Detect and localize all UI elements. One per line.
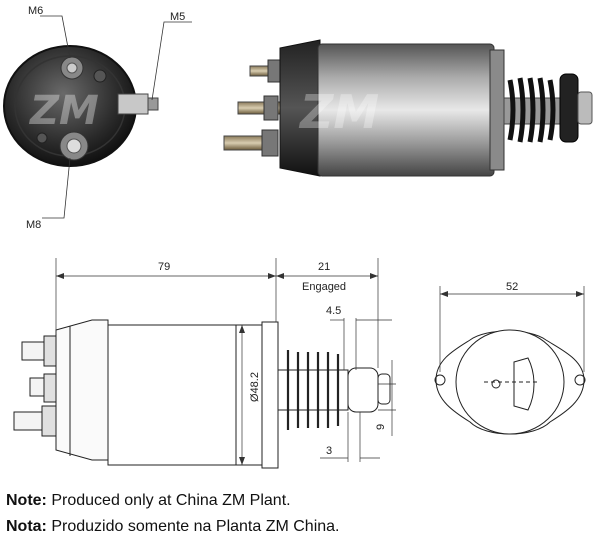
flange-drawing — [434, 329, 586, 435]
dim-pin: 3 — [326, 445, 332, 457]
dimension-lines — [55, 258, 396, 465]
solenoid-diagram: ZM M6 M5 M8 ZM — [3, 5, 593, 469]
side-view-photo: ZM — [223, 39, 593, 177]
note-english: Note: Produced only at China ZM Plant. — [6, 492, 291, 510]
m8-label: M8 — [26, 219, 41, 231]
dim-diameter: Ø48.2 — [249, 372, 261, 402]
flange-arrows — [440, 291, 584, 297]
m5-label: M5 — [170, 11, 185, 23]
side-drawing — [13, 319, 391, 469]
dim-flange-width: 52 — [506, 281, 518, 293]
dim-length: 79 — [158, 261, 170, 273]
dim-engaged-caption: Engaged — [302, 281, 346, 293]
note-portuguese: Nota: Produzido somente na Planta ZM Chi… — [6, 518, 340, 536]
dim-engaged: 21 — [318, 261, 330, 273]
note-english-label: Note: — [6, 492, 47, 509]
note-portuguese-label: Nota: — [6, 518, 47, 535]
watermark-side: ZM — [298, 85, 379, 139]
callout-lines — [40, 15, 192, 219]
dim-offset: 4.5 — [326, 305, 341, 317]
watermark: ZM — [28, 88, 99, 134]
end-view-photo: ZM — [3, 45, 159, 167]
dim-hole: 9 — [375, 424, 387, 430]
note-portuguese-text: Produzido somente na Planta ZM China. — [51, 518, 340, 535]
m6-label: M6 — [28, 5, 43, 17]
dimension-arrows — [56, 273, 378, 465]
flange-dimension — [439, 286, 585, 372]
note-english-text: Produced only at China ZM Plant. — [51, 492, 291, 509]
